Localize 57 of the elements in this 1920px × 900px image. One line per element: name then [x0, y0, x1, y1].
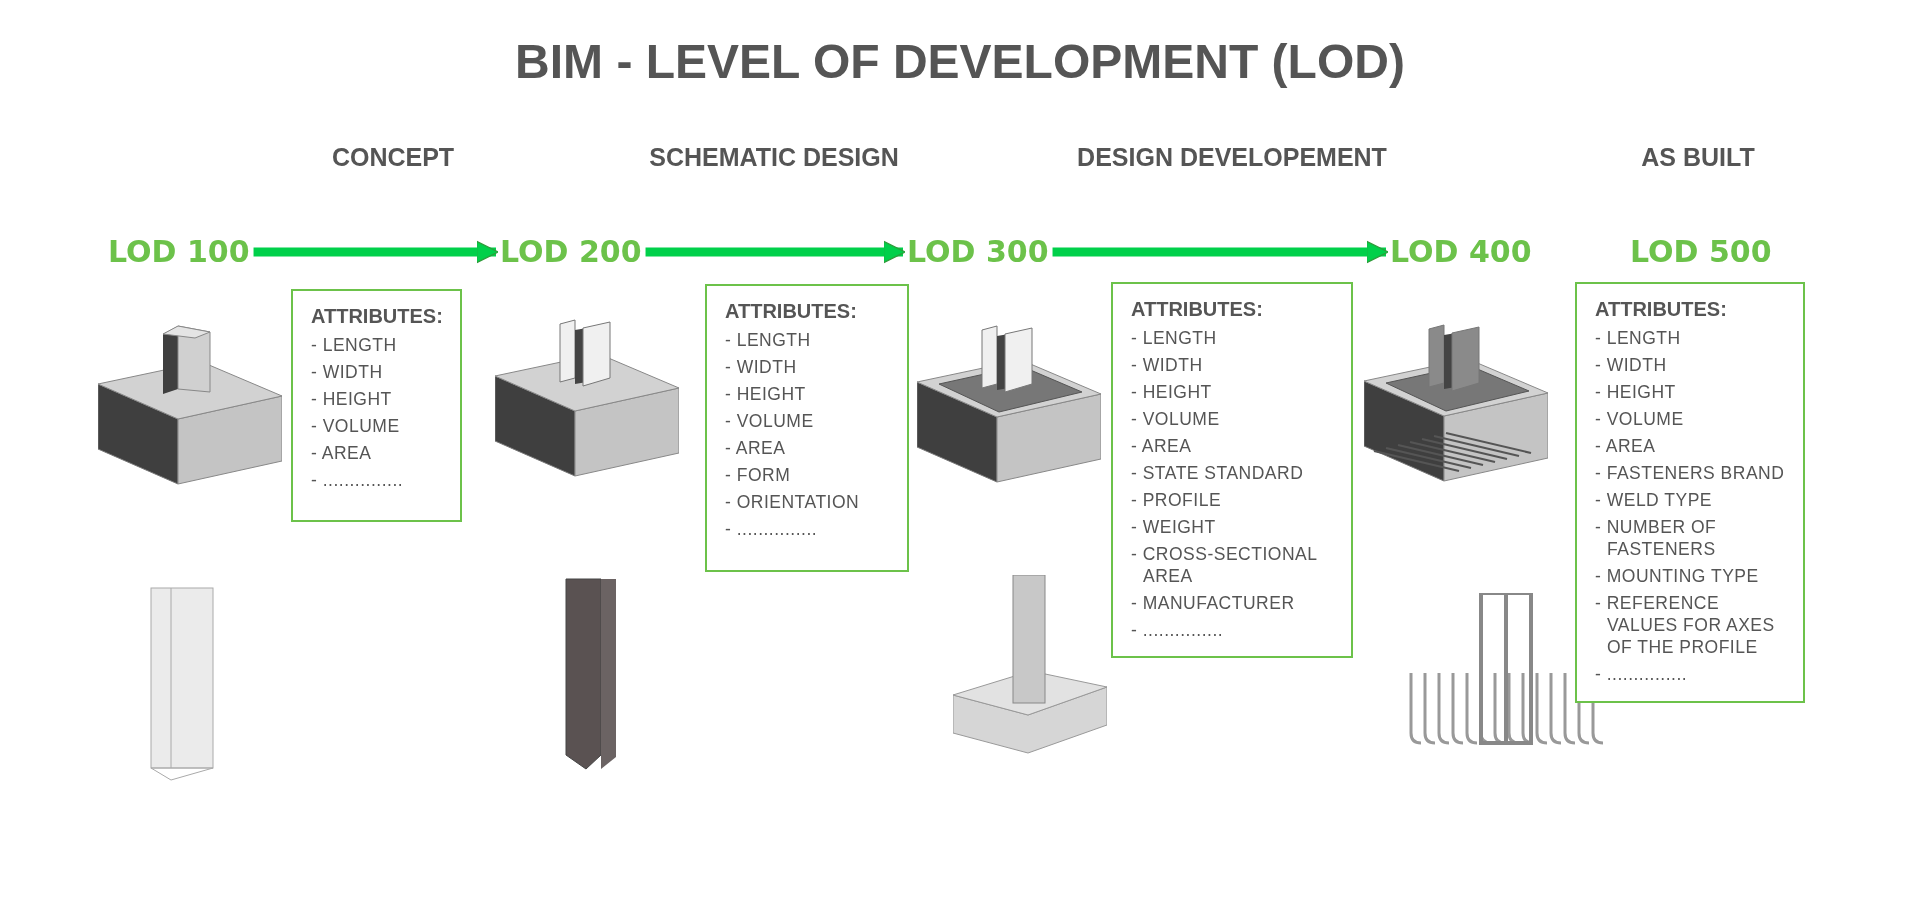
attribute-item: - FORM: [725, 464, 792, 486]
attribute-item: - VOLUME: [1131, 408, 1221, 430]
level-label: LOD 200: [500, 232, 642, 272]
box-heading: ATTRIBUTES:: [311, 305, 443, 328]
phase-heading: DESIGN DEVELOPEMENT: [1077, 143, 1387, 172]
attribute-item: - NUMBER OF FASTENERS: [1595, 516, 1718, 560]
attribute-item: - REFERENCE VALUES FOR AXES OF THE PROFILE: [1595, 592, 1776, 658]
attribute-item: - LENGTH: [311, 334, 398, 356]
attribute-item: - ...............: [1131, 619, 1225, 641]
attribute-item: - VOLUME: [311, 415, 401, 437]
level-label: LOD 300: [907, 232, 1049, 272]
attributes-box: [291, 289, 462, 522]
attribute-item: - AREA: [1131, 435, 1193, 457]
attribute-item: - WIDTH: [725, 356, 798, 378]
level-label: LOD 100: [108, 232, 250, 272]
box-heading: ATTRIBUTES:: [1131, 298, 1263, 321]
level-label: LOD 500: [1630, 232, 1772, 272]
attribute-item: - ...............: [311, 469, 405, 491]
attribute-item: - WEIGHT: [1131, 516, 1217, 538]
attribute-item: - ...............: [725, 518, 819, 540]
attributes-box: [1575, 282, 1805, 703]
attribute-item: - PROFILE: [1131, 489, 1223, 511]
phase-heading: AS BUILT: [1641, 143, 1755, 172]
attribute-item: - LENGTH: [725, 329, 812, 351]
attribute-item: - AREA: [311, 442, 373, 464]
attribute-item: - STATE STANDARD: [1131, 462, 1305, 484]
attribute-item: - ORIENTATION: [725, 491, 861, 513]
attribute-item: - WIDTH: [311, 361, 384, 383]
box-heading: ATTRIBUTES:: [725, 300, 857, 323]
attribute-item: - LENGTH: [1595, 327, 1682, 349]
attribute-item: - MOUNTING TYPE: [1595, 565, 1760, 587]
attribute-item: - WIDTH: [1131, 354, 1204, 376]
arrow: [645, 240, 906, 264]
attribute-item: - HEIGHT: [725, 383, 807, 405]
attributes-box: [1111, 282, 1353, 658]
attribute-item: - HEIGHT: [311, 388, 393, 410]
arrow: [1052, 240, 1389, 264]
phase-heading: CONCEPT: [331, 143, 455, 172]
attribute-item: - CROSS-SECTIONAL AREA: [1131, 543, 1318, 587]
attribute-item: - MANUFACTURER: [1131, 592, 1296, 614]
attribute-item: - WELD TYPE: [1595, 489, 1713, 511]
box-heading: ATTRIBUTES:: [1595, 298, 1727, 321]
attribute-item: - HEIGHT: [1131, 381, 1213, 403]
attribute-item: - WIDTH: [1595, 354, 1668, 376]
attribute-item: - AREA: [725, 437, 787, 459]
arrow: [253, 240, 499, 264]
phase-heading: SCHEMATIC DESIGN: [649, 143, 899, 172]
attribute-item: - VOLUME: [725, 410, 815, 432]
attribute-item: - LENGTH: [1131, 327, 1218, 349]
title: BIM - LEVEL OF DEVELOPMENT (LOD): [514, 34, 1406, 89]
attribute-item: - AREA: [1595, 435, 1657, 457]
attribute-item: - ...............: [1595, 663, 1689, 685]
attribute-item: - HEIGHT: [1595, 381, 1677, 403]
attribute-item: - FASTENERS BRAND: [1595, 462, 1786, 484]
attribute-item: - VOLUME: [1595, 408, 1685, 430]
attributes-box: [705, 284, 909, 572]
level-label: LOD 400: [1390, 232, 1532, 272]
